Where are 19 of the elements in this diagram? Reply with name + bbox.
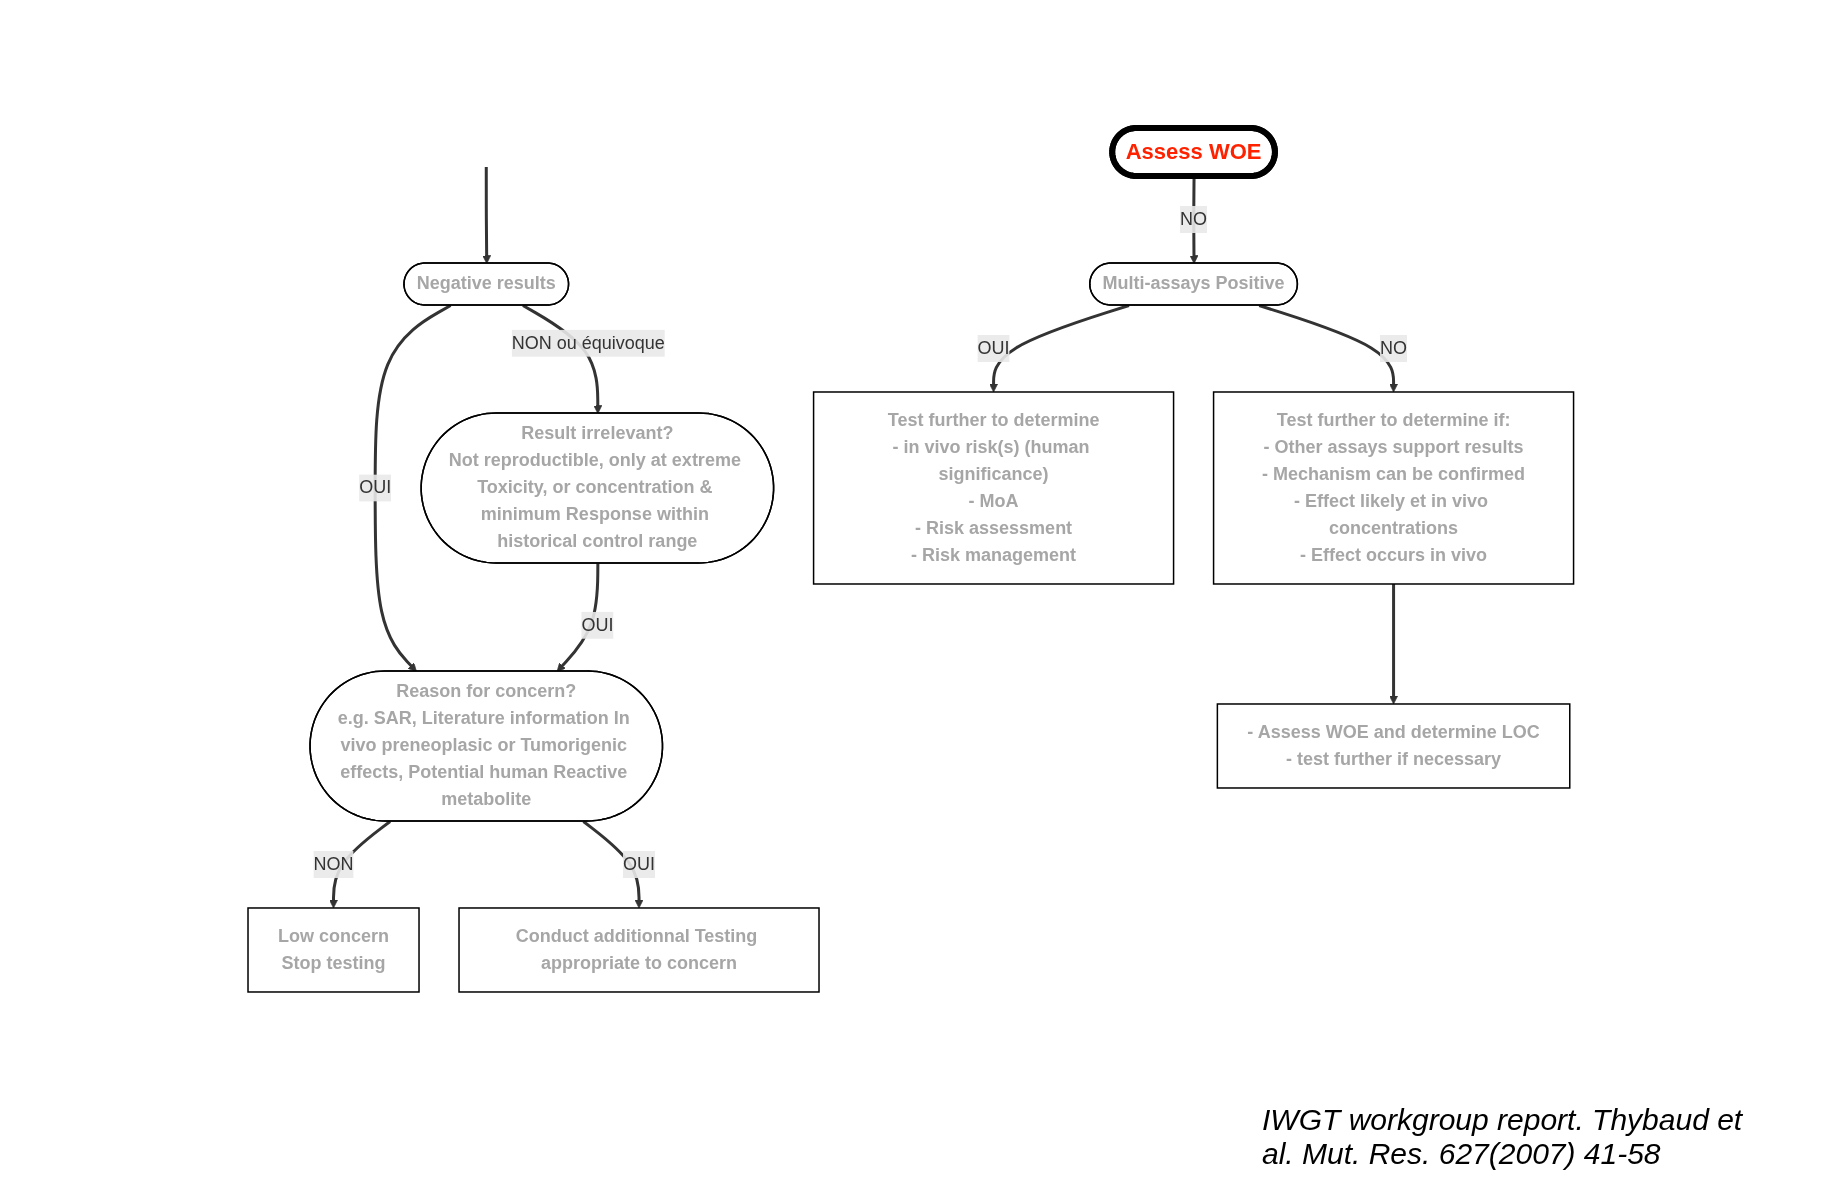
- edge-label: NON: [313, 853, 354, 874]
- edge-label: NO: [1180, 209, 1208, 229]
- edge-label: OUI: [623, 853, 656, 874]
- arrow: [482, 167, 492, 264]
- edge-label: OUI: [359, 477, 392, 498]
- node-box: Conduct additionnal Testing appropriate to concern: [458, 907, 820, 993]
- edge-label: OUI: [581, 614, 614, 635]
- arrow: [373, 304, 452, 672]
- arrow: [1389, 584, 1399, 705]
- node-box: - Assess WOE and determine LOC - test further if necessary: [1216, 703, 1571, 789]
- edge-label: OUI: [977, 338, 1010, 358]
- node-box: Test further to determine if: - Other assays support results - Mechanism can be confirmed - Effect likely et in vivo concentrations - Effect occurs in vivo: [1213, 391, 1575, 585]
- arrow: [989, 304, 1130, 393]
- arrow: [1258, 304, 1399, 393]
- node-box: Low concern Stop testing: [247, 907, 420, 993]
- edge-label: NON ou équivoque: [511, 332, 666, 353]
- node-box: Test further to determine - in vivo risk(s) (human significance) - MoA - Risk assessment - Risk management: [813, 391, 1175, 585]
- edge-label: NO: [1380, 338, 1408, 358]
- caption: IWGT workgroup report. Thybaud et al. Mut. Res. 627(2007) 41-58: [1262, 1103, 1744, 1171]
